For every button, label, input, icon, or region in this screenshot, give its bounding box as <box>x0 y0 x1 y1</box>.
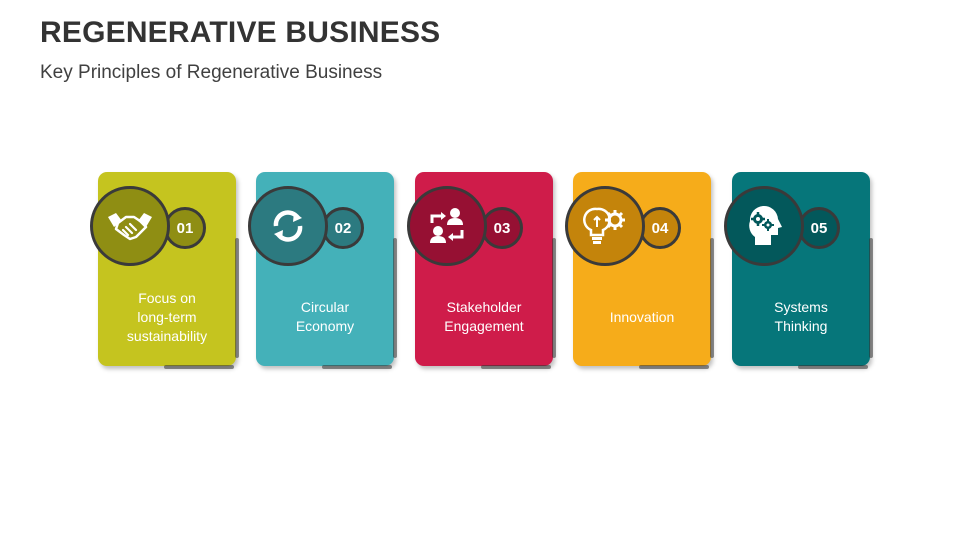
principle-label: Systems Thinking <box>774 299 828 334</box>
icon-circle <box>565 186 645 266</box>
people-exchange-icon <box>426 205 468 247</box>
step-number-badge: 04 <box>639 207 681 249</box>
card-edge <box>869 238 873 358</box>
page-title: REGENERATIVE BUSINESS <box>40 16 441 49</box>
step-number: 02 <box>334 219 352 237</box>
card-edge <box>393 238 397 358</box>
icon-circle <box>90 186 170 266</box>
principle-card-2: 02 Circular Economy <box>248 172 397 369</box>
principle-label: Innovation <box>609 308 675 325</box>
handshake-icon <box>106 209 154 243</box>
head-gears-icon <box>744 205 784 247</box>
step-number-badge: 03 <box>481 207 523 249</box>
step-number-badge: 05 <box>798 207 840 249</box>
card-bottom-edge <box>164 365 234 369</box>
principle-label: Focus on long-term sustainability <box>126 289 208 344</box>
card-bottom-edge <box>322 365 392 369</box>
step-number: 03 <box>493 219 511 237</box>
icon-circle <box>248 186 328 266</box>
refresh-cycle-icon <box>268 206 308 246</box>
step-number-badge: 02 <box>322 207 364 249</box>
lightbulb-gear-icon <box>583 205 627 247</box>
card-bottom-edge <box>481 365 551 369</box>
step-number: 05 <box>810 219 828 237</box>
principle-card-5: 05 <box>724 172 873 369</box>
principle-label: Stakeholder Engagement <box>444 299 524 334</box>
principle-card-4: 04 Innovation <box>565 172 714 369</box>
card-edge <box>235 238 239 358</box>
step-number: 01 <box>176 219 194 237</box>
principle-card-3: 03 Stakeholder Engagement <box>407 172 556 369</box>
page-subtitle: Key Principles of Regenerative Business <box>40 62 383 83</box>
card-edge <box>710 238 714 358</box>
icon-circle <box>724 186 804 266</box>
principle-card-1: 01 Focus on long-term sustainability <box>90 172 239 369</box>
card-edge <box>552 238 556 358</box>
icon-circle <box>407 186 487 266</box>
step-number-badge: 01 <box>164 207 206 249</box>
card-bottom-edge <box>639 365 709 369</box>
card-bottom-edge <box>798 365 868 369</box>
principle-label: Circular Economy <box>295 299 355 334</box>
step-number: 04 <box>651 219 669 237</box>
